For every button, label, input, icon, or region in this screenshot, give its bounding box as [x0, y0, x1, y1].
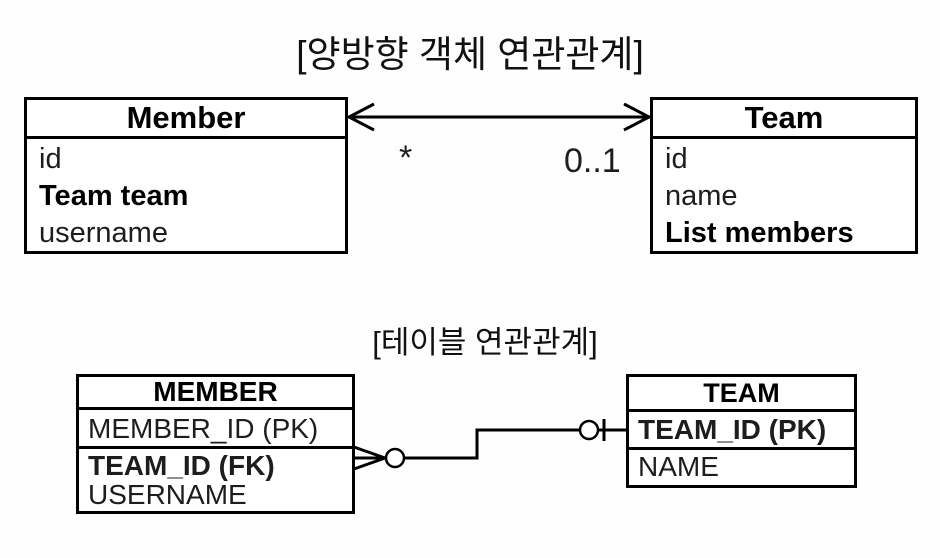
bidirectional-arrow-icon: [345, 102, 653, 132]
team-class-box: Team id name List members: [650, 97, 918, 254]
member-column-team-id: TEAM_ID (FK): [88, 450, 275, 481]
member-table-title: MEMBER: [79, 377, 352, 410]
team-field-members: List members: [665, 217, 854, 249]
member-multiplicity-label: *: [399, 139, 413, 177]
member-table-box: MEMBER MEMBER_ID (PK) TEAM_ID (FK) USERN…: [76, 374, 355, 514]
object-association-title: [양방향 객체 연관관계]: [296, 34, 644, 75]
team-class-title: Team: [653, 100, 915, 139]
member-column-username: USERNAME: [88, 479, 247, 510]
team-field-name: name: [665, 180, 738, 212]
team-column-name: NAME: [638, 451, 719, 482]
team-table-box: TEAM TEAM_ID (PK) NAME: [626, 374, 857, 488]
member-field-username: username: [39, 217, 168, 249]
table-association-title: [테이블 연관관계]: [372, 325, 598, 360]
team-multiplicity-label: 0..1: [564, 142, 621, 180]
team-field-id: id: [665, 143, 688, 175]
member-class-title: Member: [27, 100, 345, 139]
member-column-member-id: MEMBER_ID (PK): [79, 410, 352, 449]
zero-or-one-icon: [578, 419, 626, 441]
member-field-team: Team team: [39, 180, 189, 212]
member-class-box: Member id Team team username: [24, 97, 348, 254]
connector-line: [404, 428, 580, 460]
team-column-team-id: TEAM_ID (PK): [629, 412, 854, 450]
team-table-title: TEAM: [629, 377, 854, 412]
member-class-fields: id Team team username: [27, 139, 345, 252]
zero-or-many-icon: [353, 445, 406, 471]
table-relationship-connector: [353, 419, 626, 471]
team-class-fields: id name List members: [653, 139, 915, 252]
member-field-id: id: [39, 143, 62, 175]
